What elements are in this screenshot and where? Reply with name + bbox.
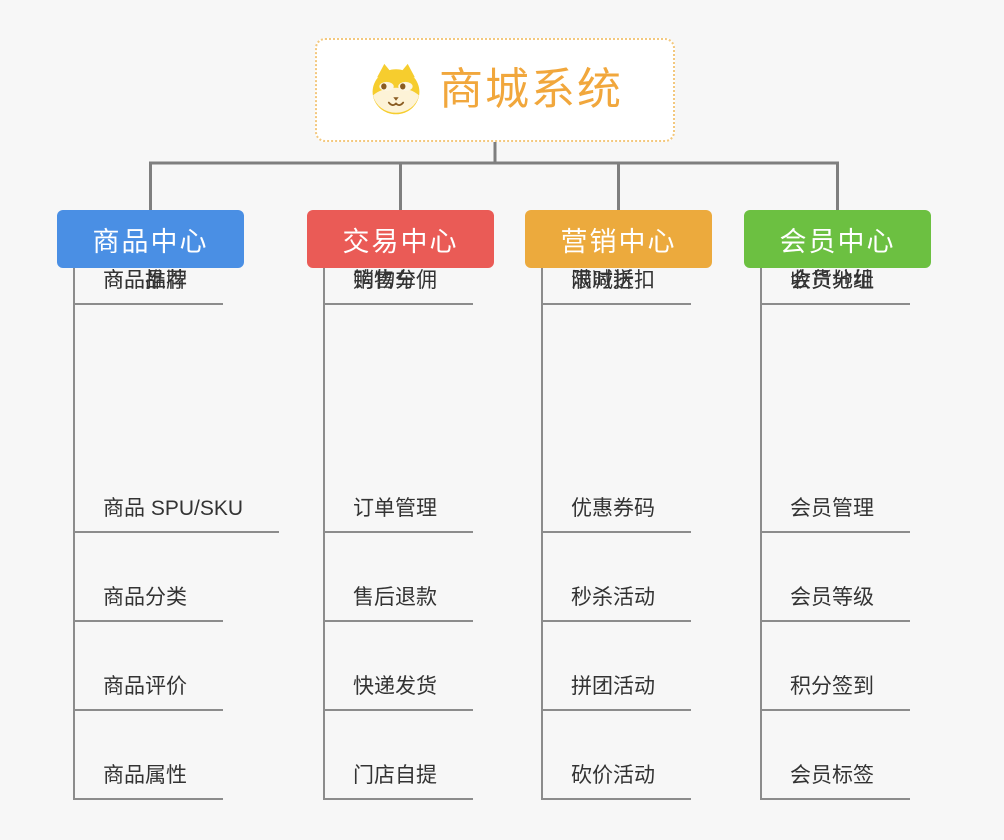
leaf-bargain-activity[interactable]: 砍价活动 (541, 763, 691, 800)
leaf-group-buy[interactable]: 拼团活动 (541, 674, 691, 711)
branch-product-center: 商品中心 商品 SPU/SKU 商品分类 商品评价 商品属性 商品推荐 商品品牌 (57, 210, 337, 810)
branch-spine-line (323, 268, 325, 800)
branch-trade-center: 交易中心 订单管理 售后退款 快递发货 门店自提 购物车 销售分佣 (307, 210, 587, 810)
leaf-order-management[interactable]: 订单管理 (323, 496, 473, 533)
branch-header-product-center[interactable]: 商品中心 (57, 210, 244, 268)
leaf-sales-commission[interactable]: 销售分佣 (323, 268, 473, 305)
leaf-shipping-address[interactable]: 收货地址 (760, 268, 910, 305)
branch-spine-line (760, 268, 762, 800)
branch-marketing-center: 营销中心 优惠券码 秒杀活动 拼团活动 砍价活动 限时折扣 满减送 (525, 210, 805, 810)
leaf-store-pickup[interactable]: 门店自提 (323, 763, 473, 800)
root-title: 商城系统 (439, 65, 623, 114)
branch-header-trade-center[interactable]: 交易中心 (307, 210, 494, 268)
leaf-coupon-code[interactable]: 优惠券码 (541, 496, 691, 533)
branch-header-member-center[interactable]: 会员中心 (744, 210, 931, 268)
branch-member-center: 会员中心 会员管理 会员等级 积分签到 会员标签 会员分组 收货地址 (744, 210, 1004, 810)
leaf-member-level[interactable]: 会员等级 (760, 585, 910, 622)
leaf-product-attribute[interactable]: 商品属性 (73, 763, 223, 800)
leaf-points-signin[interactable]: 积分签到 (760, 674, 910, 711)
leaf-member-management[interactable]: 会员管理 (760, 496, 910, 533)
leaf-member-tag[interactable]: 会员标签 (760, 763, 910, 800)
branch-header-marketing-center[interactable]: 营销中心 (525, 210, 712, 268)
leaf-product-review[interactable]: 商品评价 (73, 674, 223, 711)
root-node-mall-system[interactable]: 商城系统 (315, 38, 675, 142)
leaf-after-sale-refund[interactable]: 售后退款 (323, 585, 473, 622)
leaf-full-reduction[interactable]: 满减送 (541, 268, 670, 305)
leaf-product-brand[interactable]: 商品品牌 (73, 268, 223, 305)
leaf-product-spu-sku[interactable]: 商品 SPU/SKU (73, 496, 280, 533)
branch-spine-line (73, 268, 75, 800)
dog-face-icon (372, 63, 420, 115)
leaf-product-category[interactable]: 商品分类 (73, 585, 223, 622)
branch-spine-line (541, 268, 543, 800)
leaf-flash-sale[interactable]: 秒杀活动 (541, 585, 691, 622)
leaf-express-delivery[interactable]: 快递发货 (323, 674, 473, 711)
